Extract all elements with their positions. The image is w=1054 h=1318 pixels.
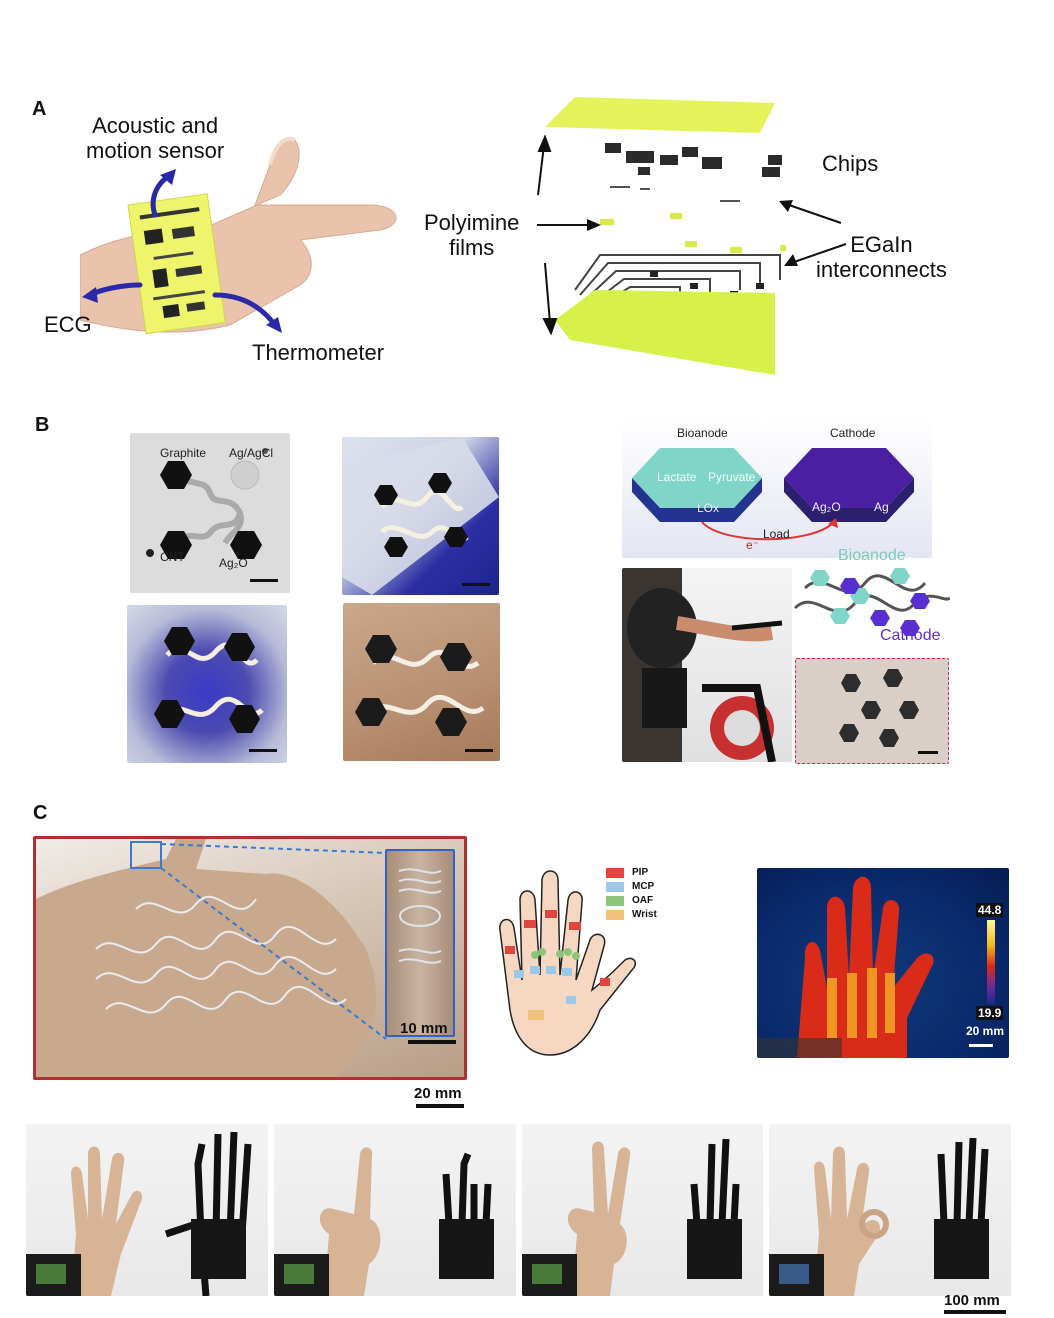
lox-label: LOx [697, 501, 720, 515]
thermal-scale-label: 20 mm [966, 1024, 1005, 1038]
polyimine-films-label: Polyimine films [424, 210, 520, 261]
legend-label: OAF [632, 895, 654, 906]
gesture-photo-open-hand [26, 1124, 268, 1296]
legend-item-mcp: MCP [606, 881, 657, 892]
electron-label: e⁻ [746, 538, 760, 552]
legend-label: Wrist [632, 909, 657, 920]
pyruvate-label: Pyruvate [708, 470, 756, 484]
legend-item-pip: PIP [606, 867, 657, 878]
panel-a-letter: A [32, 98, 47, 120]
cathode-title: Cathode [830, 426, 876, 440]
cathode-array-label: Cathode [880, 627, 941, 644]
scale-20mm-label: 20 mm [414, 1085, 462, 1102]
zoom-inset-photo [385, 849, 455, 1037]
hand-joint-diagram [480, 860, 650, 1070]
egain-interconnects-label: EGaIn interconnects [816, 232, 947, 283]
gesture-photo-ok-sign [769, 1124, 1011, 1296]
legend-swatch [606, 909, 624, 920]
cyclist-photo [622, 568, 792, 762]
graphite-label: Graphite [160, 446, 207, 460]
biofuel-cell-schematic [622, 420, 932, 558]
panel-b-letter: B [35, 414, 50, 436]
gesture-photo-one-finger [273, 1124, 516, 1296]
exploded-device-diagram [530, 95, 790, 380]
agagcl-label: Ag/AgCl [229, 446, 274, 460]
egain-arrow-upper [775, 197, 845, 227]
legend-swatch [606, 895, 624, 906]
panel-c-letter: C [33, 802, 48, 824]
legend-swatch [606, 867, 624, 878]
egain-arrow-lower [780, 240, 850, 270]
scale-100mm-label: 100 mm [944, 1292, 1000, 1309]
legend-label: PIP [632, 867, 649, 878]
scalebar-10mm [408, 1040, 456, 1044]
scalebar-20mm [416, 1104, 464, 1108]
legend-item-oaf: OAF [606, 895, 657, 906]
joint-legend: PIP MCP OAF Wrist [606, 867, 657, 920]
legend-item-wrist: Wrist [606, 909, 657, 920]
hand-with-sensor-patch [80, 135, 410, 365]
biofuel-array-illustration [785, 548, 950, 648]
electrode-array-photo [130, 433, 290, 593]
acoustic-motion-sensor-label: Acoustic and motion sensor [86, 113, 225, 164]
cnt-label: CNT [160, 550, 185, 564]
lactate-label: Lactate [657, 470, 697, 484]
ag2o-label: Ag₂O [219, 556, 248, 570]
polyimine-arrow [535, 215, 605, 235]
legend-label: MCP [632, 881, 655, 892]
thermometer-label: Thermometer [252, 340, 385, 365]
stretched-device-photo [342, 437, 499, 595]
ag-label: Ag [874, 500, 889, 514]
device-on-sphere-photo [127, 605, 287, 763]
ag2o-reaction-label: Ag₂O [812, 500, 841, 514]
legend-swatch [606, 881, 624, 892]
ecg-label: ECG [44, 312, 92, 337]
chips-label: Chips [822, 151, 879, 176]
thermal-image [757, 868, 1009, 1058]
bioanode-title: Bioanode [677, 426, 728, 440]
gesture-photo-two-fingers [521, 1124, 764, 1296]
bioanode-array-label: Bioanode [838, 547, 906, 564]
gesture-photo-strip [26, 1124, 1011, 1296]
load-label: Load [763, 527, 790, 541]
skin-array-inset-photo [795, 658, 949, 764]
scale-10mm-label: 10 mm [400, 1020, 448, 1037]
device-on-skin-photo [343, 603, 500, 761]
scalebar-100mm [944, 1310, 1006, 1314]
thermal-min-label: 19.9 [976, 1006, 1004, 1020]
thermal-max-label: 44.8 [976, 903, 1004, 917]
